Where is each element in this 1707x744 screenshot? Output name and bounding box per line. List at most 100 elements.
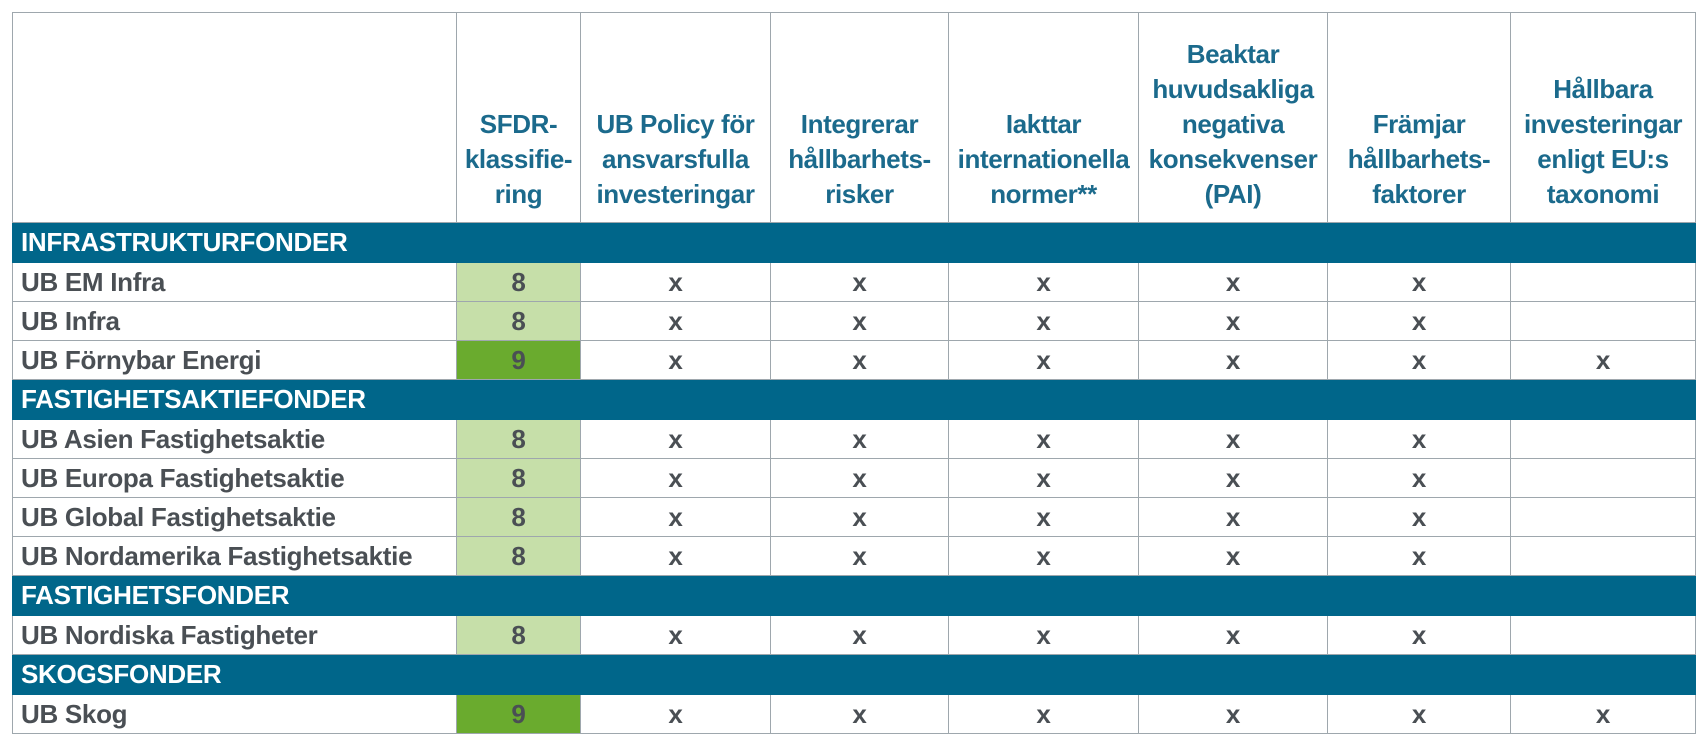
fund-name: UB Förnybar Energi: [12, 340, 457, 380]
group-row: INFRASTRUKTURFONDER: [12, 222, 1696, 263]
check-cell: x: [948, 536, 1139, 576]
group-title: FASTIGHETSAKTIEFONDER: [12, 379, 1696, 420]
sfdr-value: 9: [456, 340, 581, 380]
sfdr-value: 8: [456, 419, 581, 459]
check-cell: x: [948, 419, 1139, 459]
check-cell: x: [1327, 419, 1511, 459]
check-cell: x: [580, 301, 771, 341]
check-cell: x: [948, 497, 1139, 537]
check-cell: x: [1138, 262, 1328, 302]
check-cell: x: [1327, 301, 1511, 341]
check-cell: x: [1327, 615, 1511, 655]
sfdr-value: 8: [456, 458, 581, 498]
check-cell: x: [580, 340, 771, 380]
check-cell: x: [770, 536, 949, 576]
fund-name: UB EM Infra: [12, 262, 457, 302]
check-cell: [1510, 419, 1696, 459]
check-cell: x: [1138, 694, 1328, 734]
check-cell: x: [580, 536, 771, 576]
check-cell: x: [1138, 419, 1328, 459]
check-cell: x: [1138, 497, 1328, 537]
check-cell: [1510, 536, 1696, 576]
check-cell: x: [770, 340, 949, 380]
group-title: SKOGSFONDER: [12, 654, 1696, 695]
check-cell: x: [1327, 340, 1511, 380]
group-title: INFRASTRUKTURFONDER: [12, 222, 1696, 263]
fund-name: UB Nordiska Fastigheter: [12, 615, 457, 655]
check-cell: x: [770, 301, 949, 341]
check-cell: x: [948, 615, 1139, 655]
check-cell: x: [1510, 340, 1696, 380]
check-cell: x: [1510, 694, 1696, 734]
check-cell: [1510, 497, 1696, 537]
check-cell: x: [580, 694, 771, 734]
fund-name: UB Nordamerika Fastighetsaktie: [12, 536, 457, 576]
check-cell: [1510, 615, 1696, 655]
check-cell: x: [948, 340, 1139, 380]
sfdr-value: 8: [456, 262, 581, 302]
check-cell: x: [1138, 458, 1328, 498]
fund-name: UB Infra: [12, 301, 457, 341]
check-cell: x: [580, 458, 771, 498]
sfdr-value: 9: [456, 694, 581, 734]
check-cell: x: [948, 458, 1139, 498]
fund-name: UB Skog: [12, 694, 457, 734]
check-cell: x: [1327, 694, 1511, 734]
sfdr-value: 8: [456, 497, 581, 537]
check-cell: x: [580, 262, 771, 302]
header-fund-name: [12, 12, 457, 223]
check-cell: [1510, 262, 1696, 302]
header-sfdr-classification: SFDR-klassifie-ring: [456, 12, 581, 223]
check-cell: x: [948, 694, 1139, 734]
check-cell: x: [580, 615, 771, 655]
group-title: FASTIGHETSFONDER: [12, 575, 1696, 616]
group-row: FASTIGHETSAKTIEFONDER: [12, 379, 1696, 420]
group-row: SKOGSFONDER: [12, 654, 1696, 695]
check-cell: x: [1138, 615, 1328, 655]
fund-name: UB Europa Fastighetsaktie: [12, 458, 457, 498]
check-cell: x: [770, 419, 949, 459]
check-cell: x: [1138, 301, 1328, 341]
check-cell: x: [770, 497, 949, 537]
check-cell: x: [948, 262, 1139, 302]
group-row: FASTIGHETSFONDER: [12, 575, 1696, 616]
sfdr-value: 8: [456, 301, 581, 341]
sfdr-value: 8: [456, 536, 581, 576]
check-cell: x: [770, 262, 949, 302]
check-cell: x: [770, 458, 949, 498]
fund-name: UB Asien Fastighetsaktie: [12, 419, 457, 459]
check-cell: x: [580, 497, 771, 537]
check-cell: x: [1327, 458, 1511, 498]
fund-name: UB Global Fastighetsaktie: [12, 497, 457, 537]
check-cell: [1510, 458, 1696, 498]
check-cell: x: [1327, 262, 1511, 302]
check-cell: x: [1327, 536, 1511, 576]
sfdr-value: 8: [456, 615, 581, 655]
check-cell: x: [580, 419, 771, 459]
check-cell: x: [1327, 497, 1511, 537]
check-cell: x: [770, 615, 949, 655]
check-cell: [1510, 301, 1696, 341]
check-cell: x: [770, 694, 949, 734]
check-cell: x: [1138, 340, 1328, 380]
